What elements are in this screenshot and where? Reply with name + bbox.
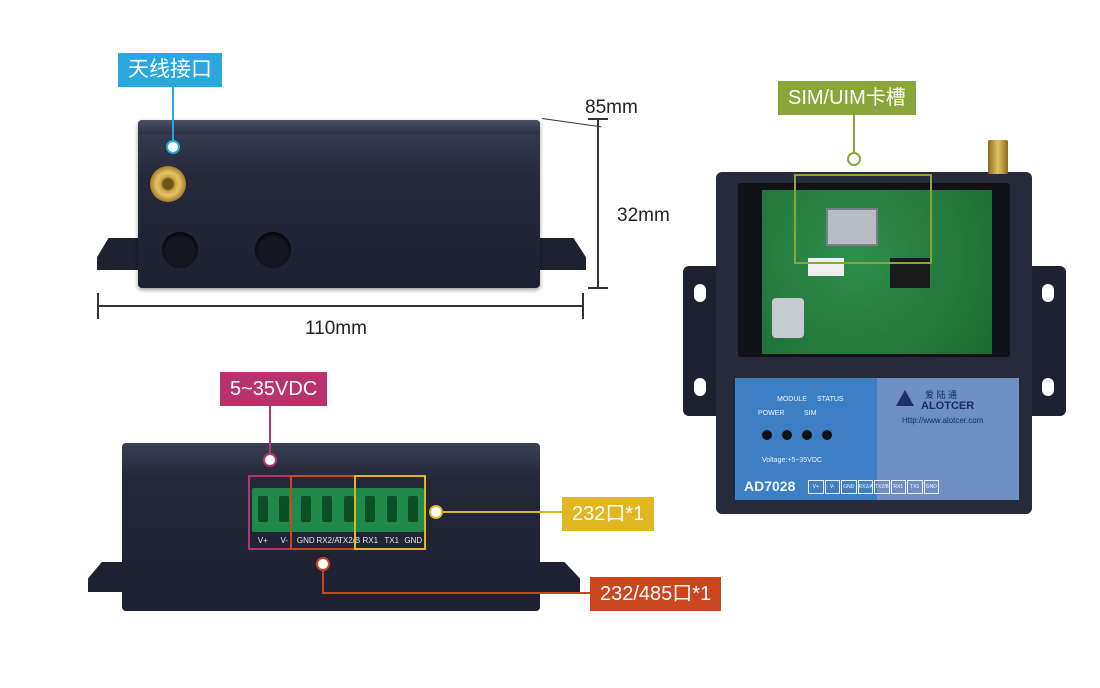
sim-callout-dot — [847, 152, 861, 166]
rs485-callout-line-v — [322, 571, 324, 593]
rs232-callout-line — [443, 511, 563, 513]
terminal-label: TX2/B — [338, 536, 361, 545]
mount-hole-rb — [1042, 378, 1054, 396]
dim-height-top-tick — [588, 118, 608, 120]
dim-height-vline — [597, 118, 599, 288]
dim-height-bottom-tick — [588, 287, 608, 289]
front-pin-label: V- — [824, 480, 840, 494]
dim-width-label: 110mm — [305, 318, 367, 339]
sim-callout-line — [853, 115, 855, 153]
front-pin-label: TX1 — [907, 480, 923, 494]
sim-callout: SIM/UIM卡槽 — [778, 81, 916, 115]
front-label-panel — [735, 378, 1019, 500]
terminal-label: GND — [404, 536, 423, 545]
terminal-screw — [386, 496, 397, 522]
dim-width-right-tick — [582, 293, 584, 319]
front-pin-label: GND — [923, 480, 939, 494]
rs485-callout: 232/485口*1 — [590, 577, 722, 611]
terminal-screw — [300, 496, 311, 522]
port-hole-2 — [255, 232, 291, 268]
terminal-screw — [322, 496, 333, 522]
dim-width-hline — [97, 305, 584, 307]
power-callout: 5~35VDC — [220, 372, 328, 406]
mount-hole-lb — [694, 378, 706, 396]
terminal-screw — [257, 496, 268, 522]
rs232-highlight-box — [354, 475, 426, 550]
brand-cn-text: 爱 陆 通 — [925, 390, 958, 400]
dim-width-left-tick — [97, 293, 99, 319]
sim-slot-icon — [826, 208, 878, 246]
alotcer-logo-icon — [896, 390, 914, 406]
led-module — [782, 430, 792, 440]
url-text: Http://www.alotcer.com — [902, 416, 984, 425]
antenna-connector-icon — [150, 166, 186, 202]
terminal-screw — [408, 496, 419, 522]
front-pin-label: RX2/A — [857, 480, 873, 494]
led-sim — [802, 430, 812, 440]
rs485-callout-line-h — [322, 592, 592, 594]
terminal-screw — [343, 496, 354, 522]
device-body — [138, 120, 540, 288]
terminal-label: RX2/A — [316, 536, 340, 545]
terminal-label: GND — [296, 536, 315, 545]
device-top-edge — [138, 120, 540, 134]
mount-flange-left — [97, 238, 143, 270]
voltage-text: Voltage:+5~35VDC — [762, 457, 822, 464]
brand-text: ALOTCER — [921, 400, 975, 412]
terminal-screw — [279, 496, 290, 522]
mount-hole-rt — [1042, 284, 1054, 302]
model-text: AD7028 — [744, 478, 796, 494]
terminal-label: TX1 — [384, 536, 400, 545]
power-callout-dot — [263, 453, 277, 467]
led-label-power: POWER — [758, 410, 785, 417]
terminal-label: V- — [280, 536, 289, 545]
antenna-connector-top-icon — [988, 140, 1008, 174]
rs232-callout-dot — [429, 505, 443, 519]
dim-depth-label: 85mm — [585, 97, 638, 118]
antenna-callout: 天线接口 — [118, 53, 222, 87]
rs232-callout: 232口*1 — [562, 497, 655, 531]
dim-height-label: 32mm — [617, 205, 670, 226]
capacitor-icon — [772, 298, 804, 338]
antenna-callout-dot — [166, 140, 180, 154]
front-pin-label: RX1 — [890, 480, 906, 494]
terminal-screw — [365, 496, 376, 522]
front-pin-label: TX2/B — [874, 480, 890, 494]
led-label-sim: SIM — [804, 410, 817, 417]
mount-flange-right — [536, 238, 586, 270]
terminal-slots — [252, 488, 424, 532]
front-pin-label: GND — [841, 480, 857, 494]
mount-hole-lt — [694, 284, 706, 302]
rs485-highlight-box — [290, 475, 356, 550]
power-highlight-box — [248, 475, 292, 550]
sim-highlight-box — [794, 174, 932, 264]
led-status — [822, 430, 832, 440]
port-hole-1 — [162, 232, 198, 268]
power-callout-line — [269, 406, 271, 454]
led-label-status: STATUS — [817, 396, 844, 403]
antenna-callout-line — [172, 87, 174, 142]
led-power — [762, 430, 772, 440]
front-pin-label: V+ — [808, 480, 824, 494]
terminal-label: RX1 — [362, 536, 379, 545]
rs485-callout-dot — [316, 557, 330, 571]
terminal-label: V+ — [257, 536, 268, 545]
led-label-module: MODULE — [777, 396, 807, 403]
